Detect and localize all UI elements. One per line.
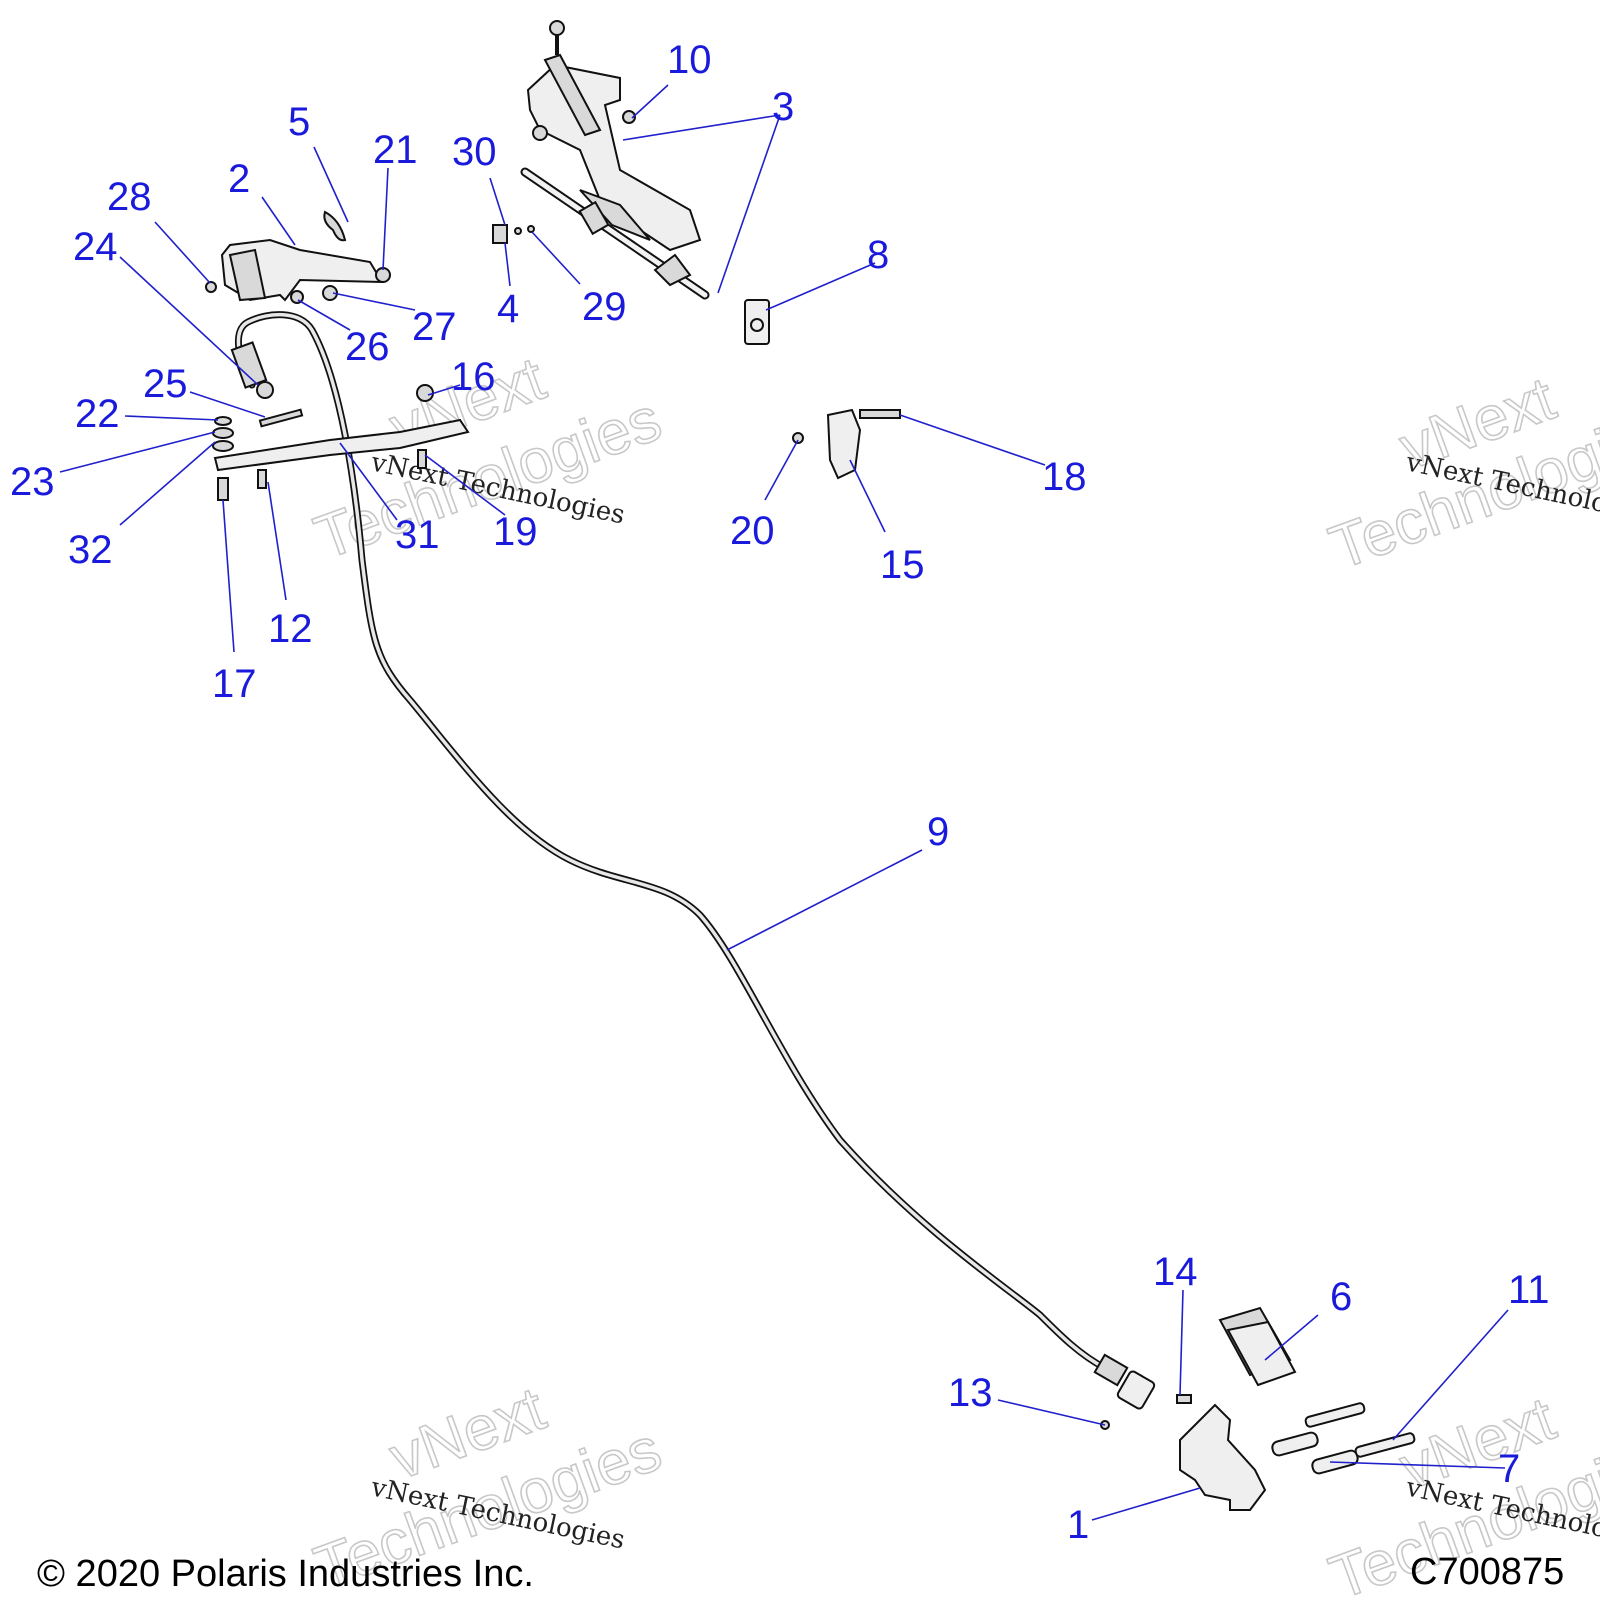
callout-6: 6: [1330, 1275, 1352, 1319]
callout-27: 27: [412, 305, 457, 349]
diagram-code: C700875: [1410, 1551, 1564, 1593]
callout-30: 30: [452, 130, 497, 174]
callout-20: 20: [730, 509, 775, 553]
callout-19: 19: [493, 510, 538, 554]
brake-lever-assembly: [520, 20, 710, 300]
small-clip: [492, 224, 508, 244]
callout-3: 3: [772, 85, 794, 129]
copyright-text: © 2020 Polaris Industries Inc.: [37, 1553, 534, 1595]
caliper-bracket: [1100, 1306, 1416, 1511]
callout-15: 15: [880, 543, 925, 587]
callout-24: 24: [73, 225, 118, 269]
callout-22: 22: [75, 392, 120, 436]
callout-1: 1: [1067, 1503, 1089, 1547]
callout-16: 16: [451, 355, 496, 399]
callout-29: 29: [582, 285, 627, 329]
leader-lines: [59, 84, 1509, 1521]
callout-4: 4: [497, 287, 519, 331]
callout-25: 25: [143, 362, 188, 406]
callout-9: 9: [927, 810, 949, 854]
callout-12: 12: [268, 607, 313, 651]
callout-7: 7: [1498, 1447, 1520, 1491]
callout-13: 13: [948, 1371, 993, 1415]
callout-10: 10: [667, 38, 712, 82]
callout-23: 23: [10, 460, 55, 504]
watermark-right: vNext Technologies vNext Technologies: [1320, 363, 1600, 584]
callout-21: 21: [373, 128, 418, 172]
callout-26: 26: [345, 325, 390, 369]
callout-8: 8: [867, 233, 889, 277]
callout-2: 2: [228, 157, 250, 201]
callout-labels: 1 2 3 4 5 6 7 8 9 10 11 12 13 14 15 16 1…: [10, 38, 1550, 1547]
brake-cable: [230, 311, 1156, 1410]
callout-14: 14: [1153, 1250, 1198, 1294]
callout-5: 5: [288, 100, 310, 144]
callout-11: 11: [1508, 1268, 1550, 1312]
small-pin: [527, 225, 535, 233]
cable-bracket: [205, 210, 391, 304]
callout-17: 17: [212, 662, 257, 706]
callout-32: 32: [68, 528, 113, 572]
callout-28: 28: [107, 175, 152, 219]
callout-18: 18: [1042, 455, 1087, 499]
callout-31: 31: [395, 513, 440, 557]
small-pin: [514, 227, 522, 235]
latch-assembly: [792, 408, 901, 480]
clip-part: [744, 299, 770, 345]
clip-hole: [750, 318, 764, 332]
